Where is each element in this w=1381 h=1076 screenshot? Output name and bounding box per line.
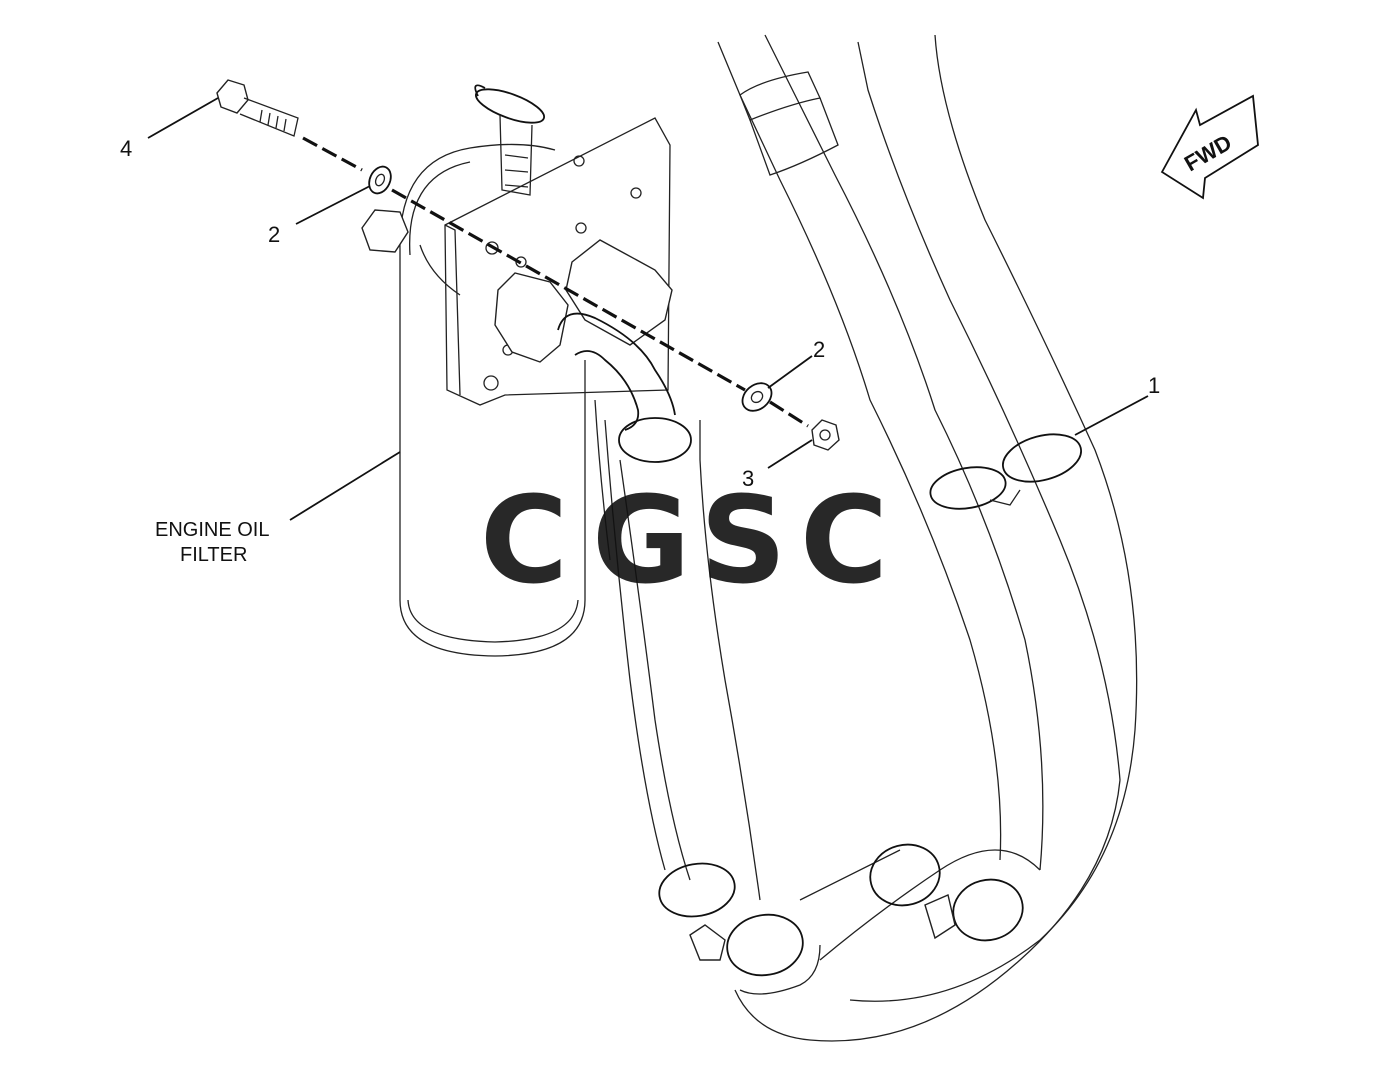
hose-clamp-lower-left (658, 862, 804, 977)
nut (811, 419, 840, 451)
engine-oil-filter-label-line1: ENGINE OIL (155, 519, 269, 541)
engine-oil-filter (399, 143, 586, 657)
hose-clamp-upper (929, 433, 1082, 510)
washer-top (368, 165, 392, 195)
watermark-letter-c1: C (480, 472, 568, 611)
watermark-letter-g: G (592, 472, 691, 611)
watermark-letter-s: S (700, 472, 786, 611)
callout-2-right: 2 (813, 337, 825, 362)
cgsc-watermark: C G S C (480, 472, 888, 611)
callout-2-top: 2 (268, 222, 280, 247)
bleed-valve (474, 84, 545, 196)
hose-clamp-lower-right (869, 843, 1024, 942)
install-axis (302, 136, 809, 428)
hex-plug (361, 209, 409, 253)
elbow-fitting (494, 239, 692, 463)
forward-arrow-icon: FWD (1160, 94, 1259, 200)
callout-1: 1 (1148, 373, 1160, 398)
watermark-letter-c2: C (800, 472, 888, 611)
leader-lines (147, 97, 1149, 521)
callout-4: 4 (120, 136, 132, 161)
callout-3: 3 (742, 466, 754, 491)
washer-right (741, 382, 773, 412)
bolt (216, 79, 299, 137)
engine-oil-filter-label-line2: FILTER (180, 544, 247, 566)
fwd-label: FWD (1180, 130, 1236, 177)
hose-assembly (594, 34, 1138, 1042)
